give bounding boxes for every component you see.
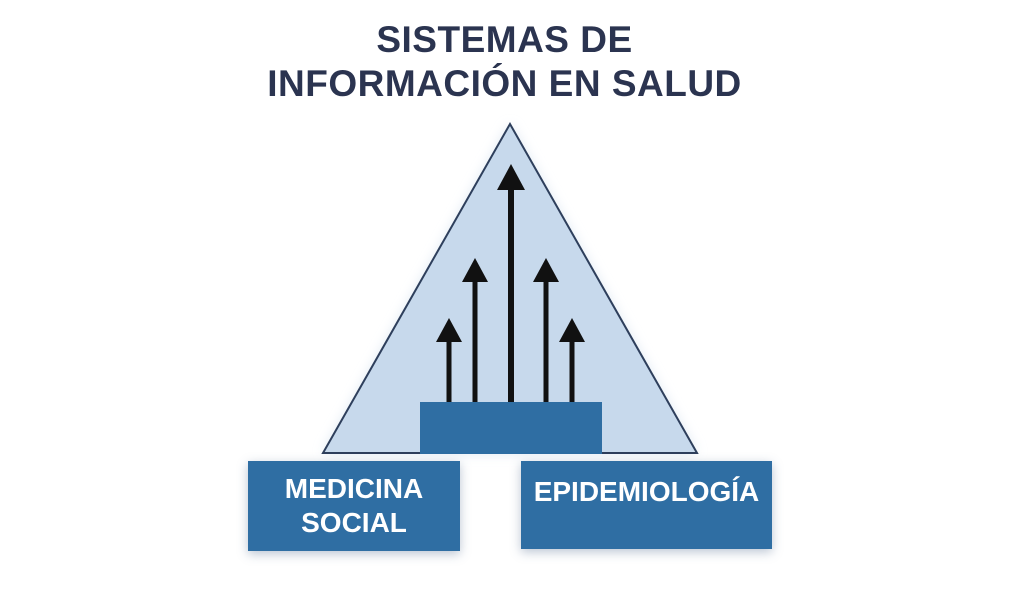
epidemiologia-label: EPIDEMIOLOGÍA	[533, 476, 760, 507]
arrow-up-icon	[436, 318, 462, 402]
medicina-social-box: MEDICINA SOCIAL	[248, 461, 460, 551]
base-block	[420, 402, 602, 454]
medicina-social-line-2: SOCIAL	[301, 507, 407, 538]
arrow-up-icon	[559, 318, 585, 402]
arrow-up-icon	[497, 164, 525, 402]
arrow-up-icon	[462, 258, 488, 402]
title-line-2: INFORMACIÓN EN SALUD	[267, 63, 742, 104]
epidemiologia-box: EPIDEMIOLOGÍA	[521, 461, 772, 549]
title-line-1: SISTEMAS DE	[376, 19, 633, 60]
arrows-group	[436, 164, 585, 402]
arrow-up-icon	[533, 258, 559, 402]
medicina-social-line-1: MEDICINA	[284, 473, 424, 504]
